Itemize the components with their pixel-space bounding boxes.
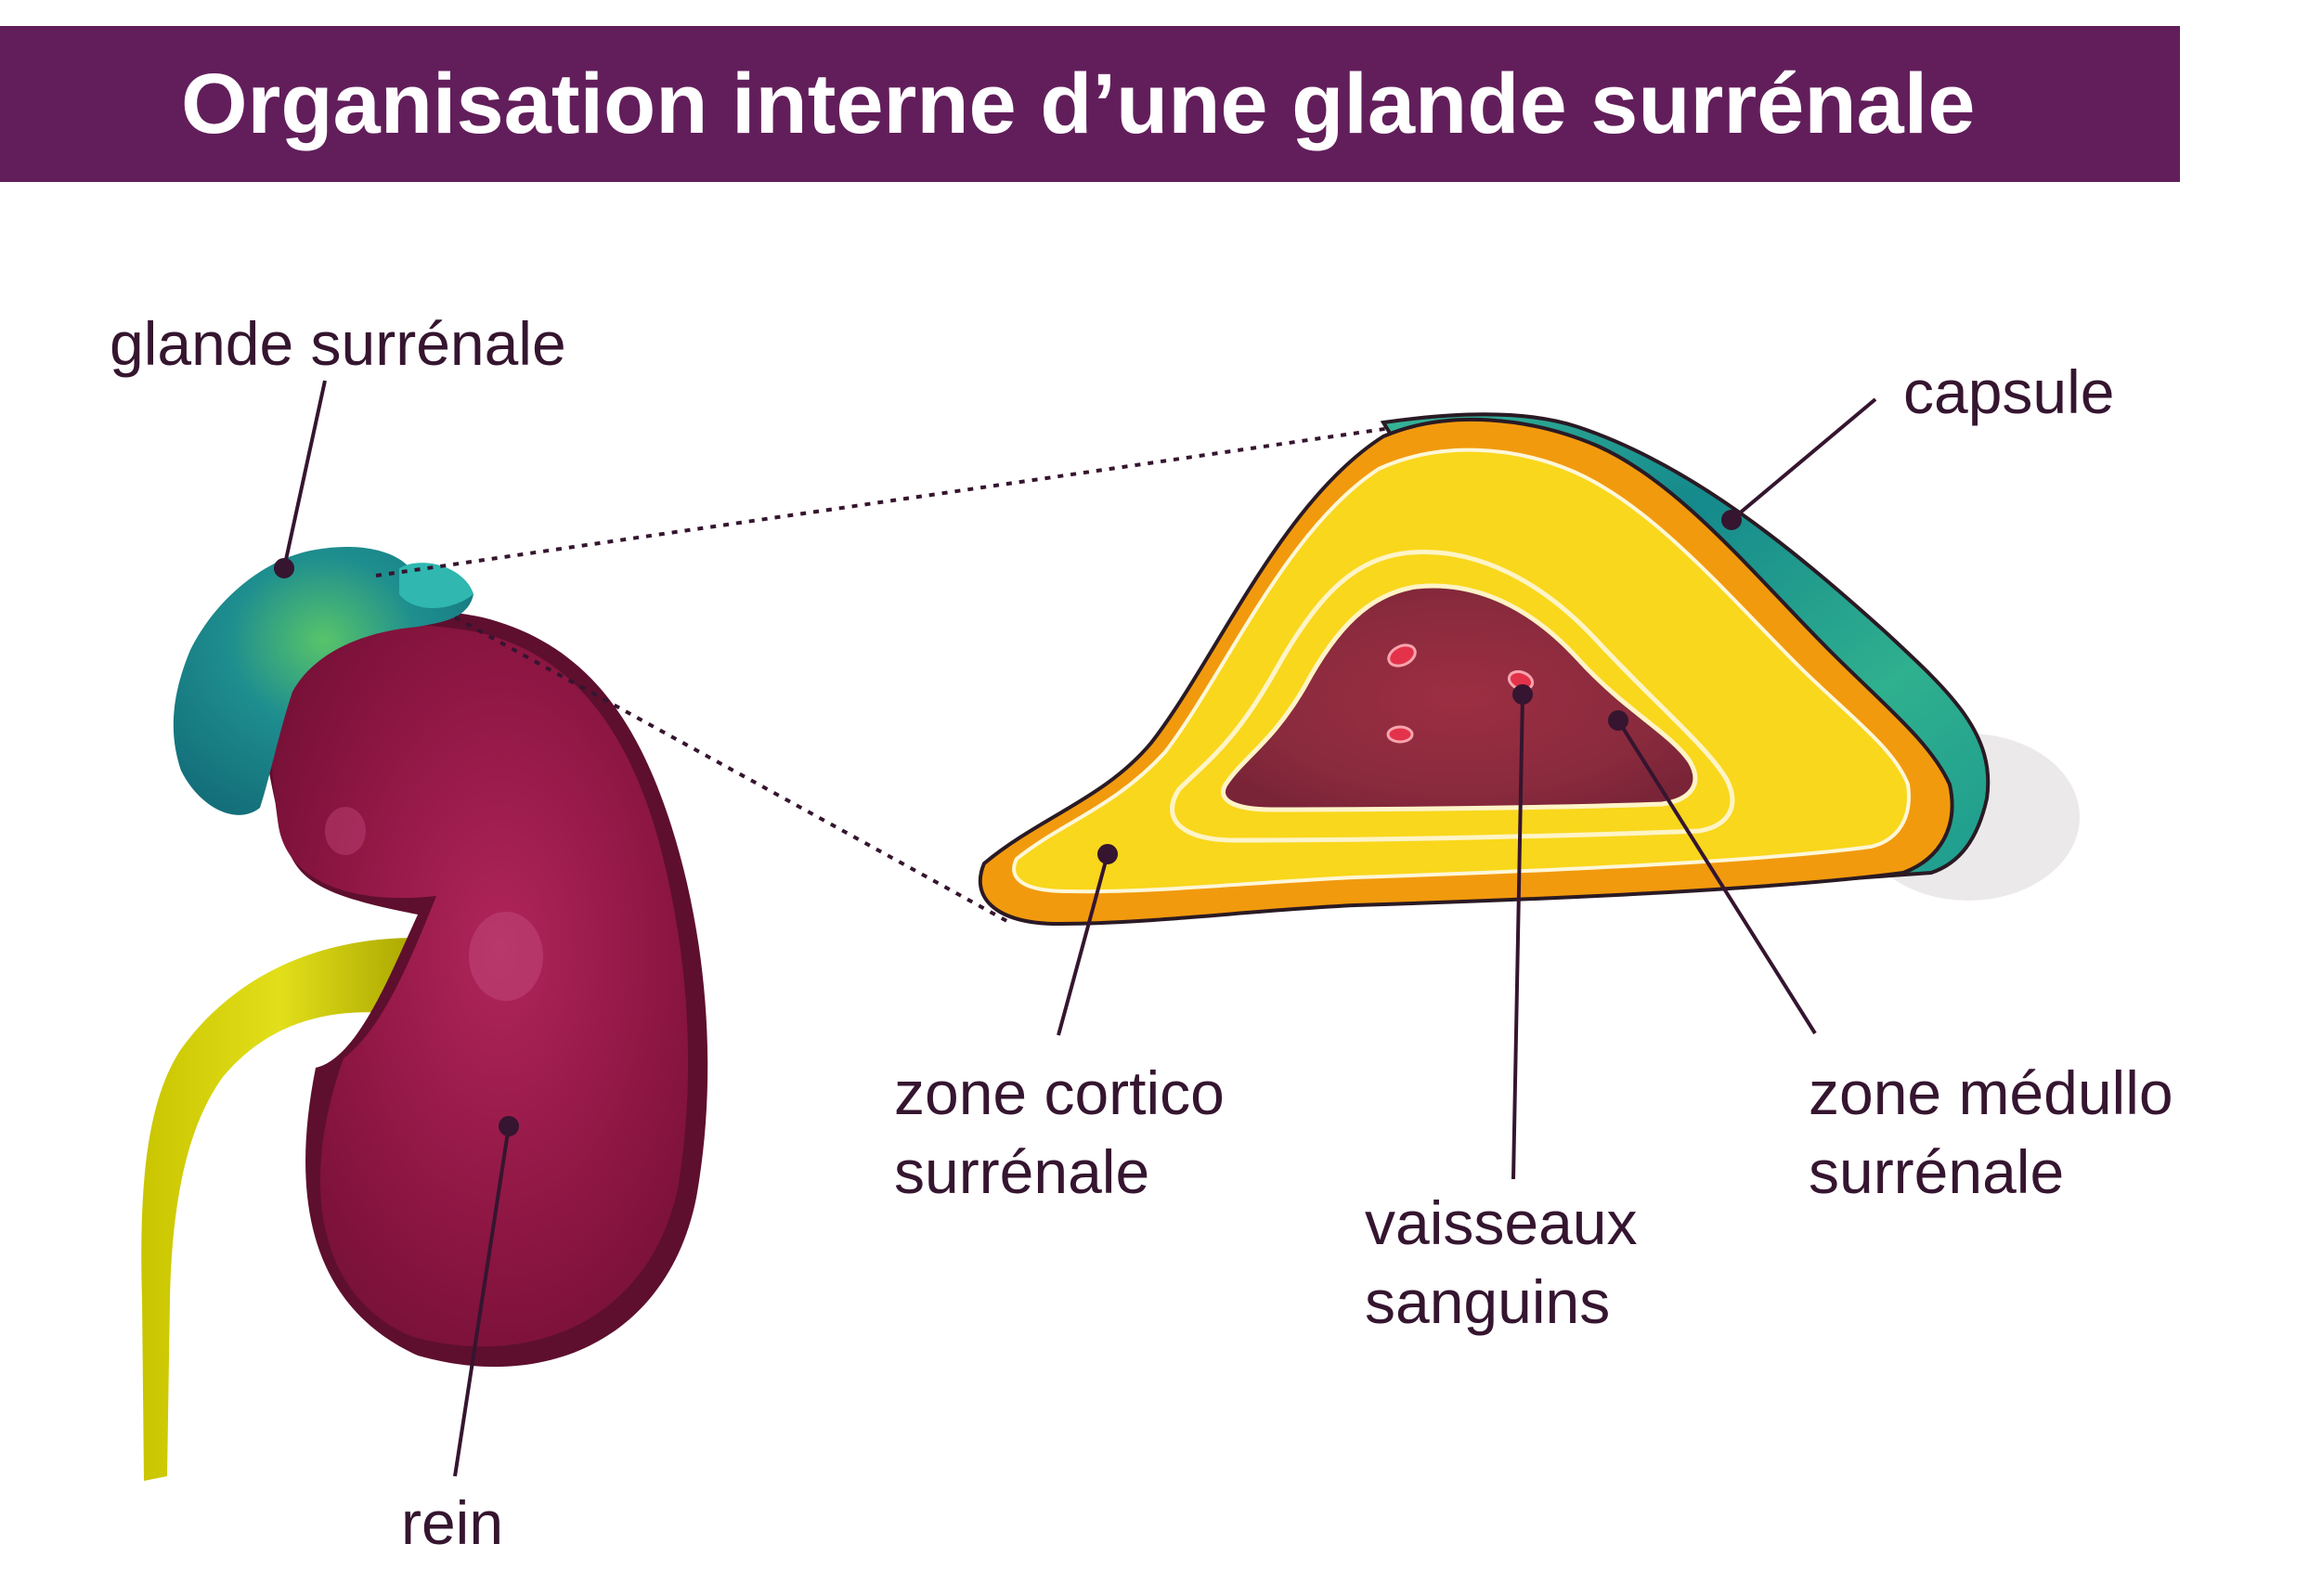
kidney-highlight-2 <box>325 807 366 855</box>
label-glande-surrenale: glande surrénale <box>110 309 566 378</box>
cortex-inner-ring <box>1170 550 1735 843</box>
dot-glande <box>274 558 294 578</box>
label-capsule: capsule <box>1903 357 2115 426</box>
blood-vessel <box>1386 725 1414 744</box>
leader-vaisseaux <box>1511 694 1524 1180</box>
dot-capsule <box>1721 510 1742 530</box>
leader-medullo <box>1616 719 1817 1035</box>
dot-rein <box>499 1116 519 1136</box>
leader-capsule <box>1730 397 1877 522</box>
blood-vessel <box>1387 643 1417 668</box>
zoom-line-top <box>375 425 1398 577</box>
kidney-highlight <box>469 912 543 1001</box>
leader-cortico <box>1057 853 1109 1036</box>
title-bar: Organisation interne d’une glande surrén… <box>0 26 2180 182</box>
label-zone-cortico-2: surrénale <box>894 1137 1150 1206</box>
leader-glande <box>282 380 327 569</box>
leader-rein <box>453 1125 511 1477</box>
page-title: Organisation interne d’une glande surrén… <box>181 57 1976 151</box>
label-zone-medullo-1: zone médullo <box>1809 1058 2173 1127</box>
zoom-line-bottom <box>454 616 1013 926</box>
label-vaisseaux-1: vaisseaux <box>1365 1188 1638 1257</box>
label-vaisseaux-2: sanguins <box>1365 1267 1611 1336</box>
dot-medullo <box>1608 710 1628 731</box>
dot-vaisseaux <box>1512 684 1533 705</box>
adrenal-gland <box>173 547 473 815</box>
dot-cortico <box>1097 844 1118 864</box>
medulla <box>1221 583 1698 812</box>
label-zone-cortico-1: zone cortico <box>894 1058 1225 1127</box>
adrenal-gland-tip <box>399 563 473 608</box>
label-zone-medullo-2: surrénale <box>1809 1137 2065 1206</box>
ureter <box>141 938 418 1481</box>
label-rein: rein <box>401 1488 504 1557</box>
